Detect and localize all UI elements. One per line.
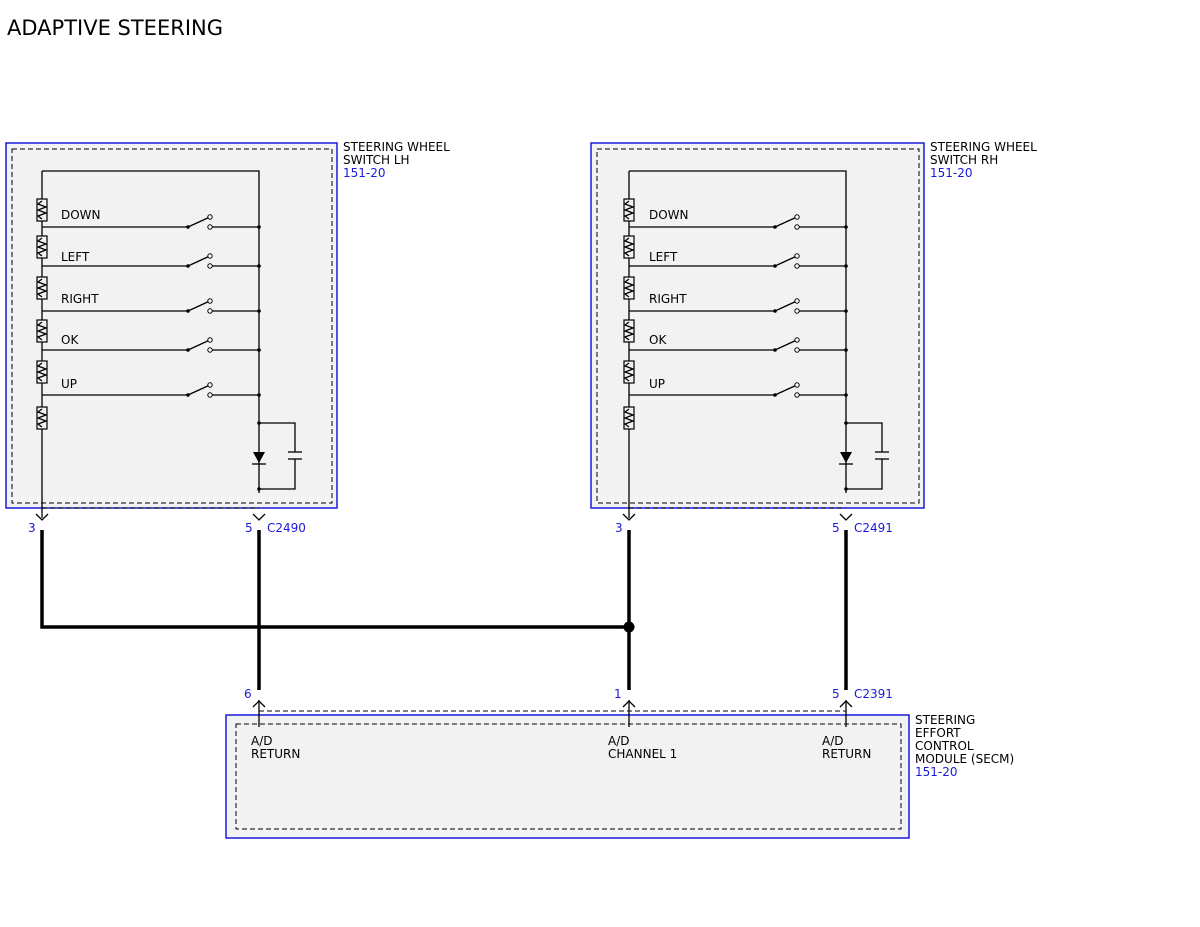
pin-function-line2: CHANNEL 1 <box>608 747 677 761</box>
pin-arrow-icon <box>839 513 853 521</box>
resistor-icon <box>36 235 48 259</box>
connector-c2491: 3 5 C2491 <box>615 513 893 535</box>
harness-wires <box>40 530 848 690</box>
pin-number: 3 <box>615 521 623 535</box>
resistor-icon <box>623 198 635 222</box>
button-label: UP <box>61 377 77 391</box>
pin-number: 5 <box>832 687 840 701</box>
pin-arrow-icon <box>252 700 266 708</box>
pin-number: 5 <box>832 521 840 535</box>
splice-icon <box>623 621 635 633</box>
secm-border <box>225 714 910 839</box>
pin-function-line1: A/D <box>822 734 844 748</box>
capacitor-icon <box>844 421 889 491</box>
pin-function-line2: RETURN <box>822 747 871 761</box>
switch-rh-ref: 151-20 <box>930 166 973 180</box>
secm-name-line2: EFFORT <box>915 726 961 740</box>
resistor-icon <box>623 276 635 300</box>
resistor-icon <box>36 406 48 430</box>
switch-rh-resistor-ladder <box>623 198 635 430</box>
switch-rh-button-left: LEFT <box>629 250 848 269</box>
secm-pin-5: A/D RETURN <box>822 734 871 761</box>
connector-id: C2490 <box>267 521 306 535</box>
button-label: RIGHT <box>61 292 99 306</box>
resistor-icon <box>36 360 48 384</box>
switch-lh-button-up: UP <box>42 377 261 398</box>
secm-ref: 151-20 <box>915 765 958 779</box>
switch-rh-module: DOWN LEFT RIGHT OK UP <box>590 140 1037 518</box>
button-label: DOWN <box>649 208 689 222</box>
resistor-icon <box>36 198 48 222</box>
button-label: DOWN <box>61 208 101 222</box>
pin-number: 5 <box>245 521 253 535</box>
switch-rh-inner-border <box>596 148 920 504</box>
switch-lh-ref: 151-20 <box>343 166 386 180</box>
switch-lh-button-left: LEFT <box>42 250 261 269</box>
resistor-icon <box>623 360 635 384</box>
switch-rh-button-ok: OK <box>629 333 848 353</box>
switch-lh-button-ok: OK <box>42 333 261 353</box>
resistor-icon <box>623 235 635 259</box>
switch-lh-button-down: DOWN <box>42 208 261 230</box>
secm-inner-border <box>235 723 902 830</box>
pin-arrow-icon <box>622 513 636 521</box>
secm-module: A/D RETURN A/D CHANNEL 1 A/D RETURN STEE… <box>225 700 1014 839</box>
button-label: LEFT <box>61 250 90 264</box>
pin-arrow-icon <box>252 513 266 521</box>
switch-lh-name-line2: SWITCH LH <box>343 153 410 167</box>
button-label: OK <box>61 333 79 347</box>
pin-arrow-icon <box>35 513 49 521</box>
connector-id: C2391 <box>854 687 893 701</box>
button-label: RIGHT <box>649 292 687 306</box>
switch-lh-right-rail <box>42 170 260 493</box>
pin-function-line1: A/D <box>608 734 630 748</box>
resistor-icon <box>623 406 635 430</box>
secm-pin-6: A/D RETURN <box>251 734 300 761</box>
switch-rh-name-line2: SWITCH RH <box>930 153 998 167</box>
switch-rh-button-up: UP <box>629 377 848 398</box>
secm-pin-1: A/D CHANNEL 1 <box>608 734 677 761</box>
switch-lh-module: DOWN LEFT RIGHT OK UP <box>5 140 450 518</box>
pin-number: 1 <box>614 687 622 701</box>
switch-lh-name-line1: STEERING WHEEL <box>343 140 450 154</box>
connector-c2391: 6 1 5 C2391 <box>244 687 893 708</box>
resistor-icon <box>36 276 48 300</box>
button-label: LEFT <box>649 250 678 264</box>
page-title: ADAPTIVE STEERING <box>7 16 223 40</box>
switch-rh-right-rail <box>629 170 847 493</box>
resistor-icon <box>623 319 635 343</box>
pin-arrow-icon <box>839 700 853 708</box>
switch-lh-resistor-ladder <box>36 198 48 430</box>
button-label: UP <box>649 377 665 391</box>
switch-rh-button-right: RIGHT <box>629 292 848 314</box>
connector-id: C2491 <box>854 521 893 535</box>
connector-c2490: 3 5 C2490 <box>28 513 306 535</box>
switch-rh-name-line1: STEERING WHEEL <box>930 140 1037 154</box>
switch-lh-inner-border <box>11 148 333 504</box>
pin-number: 6 <box>244 687 252 701</box>
pin-function-line1: A/D <box>251 734 273 748</box>
wire-lh-pin3-to-splice <box>40 530 629 629</box>
capacitor-icon <box>257 421 302 491</box>
secm-name-line3: CONTROL <box>915 739 974 753</box>
switch-lh-border <box>5 142 338 509</box>
switch-rh-button-down: DOWN <box>629 208 848 230</box>
resistor-icon <box>36 319 48 343</box>
pin-function-line2: RETURN <box>251 747 300 761</box>
pin-number: 3 <box>28 521 36 535</box>
switch-lh-button-right: RIGHT <box>42 292 261 314</box>
button-label: OK <box>649 333 667 347</box>
secm-name-line1: STEERING <box>915 713 975 727</box>
pin-arrow-icon <box>622 700 636 708</box>
secm-name-line4: MODULE (SECM) <box>915 752 1014 766</box>
diode-icon <box>252 452 266 465</box>
diode-icon <box>839 452 853 465</box>
switch-rh-border <box>590 142 925 509</box>
